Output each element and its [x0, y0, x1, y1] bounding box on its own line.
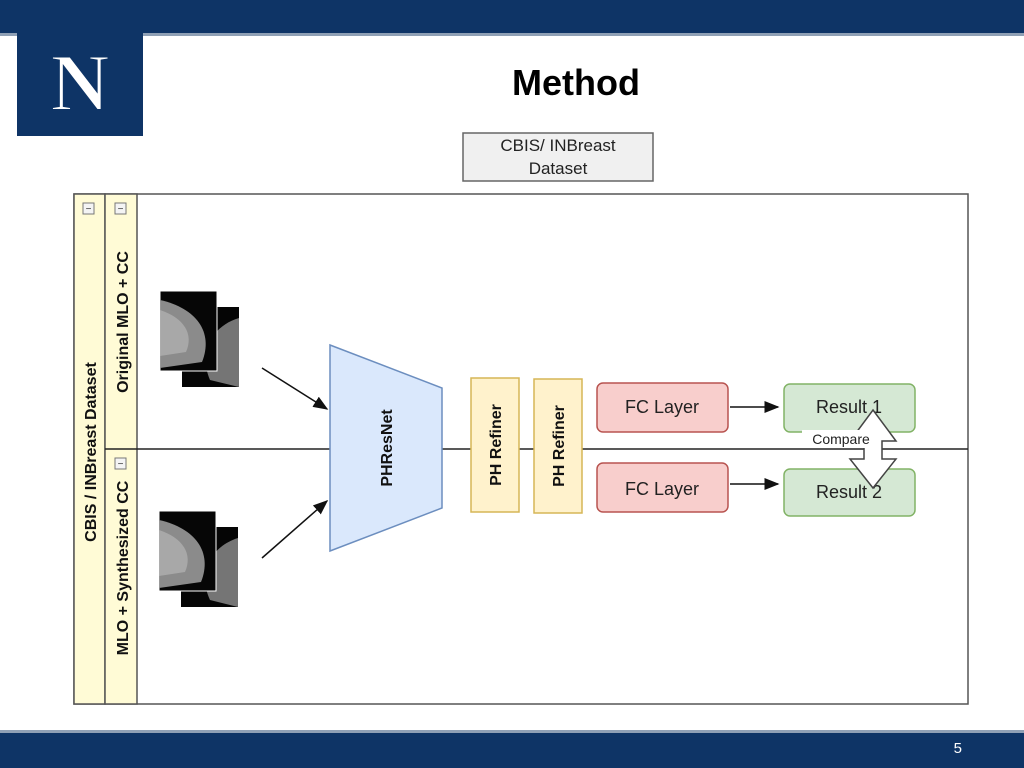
lane-top-label: Original MLO + CC — [115, 251, 132, 393]
lane-bottom-label: MLO + Synthesized CC — [115, 480, 132, 655]
pool-header — [73, 193, 106, 705]
dataset-box-line2: Dataset — [529, 159, 588, 178]
backbone-block: PHResNet — [329, 343, 443, 553]
swimlane-pool: − − − CBIS / INBreast Dataset Original M… — [73, 193, 969, 705]
fc-layer-bottom: FC Layer — [596, 462, 729, 513]
university-logo: N — [17, 30, 143, 136]
mammogram-pair-bottom — [158, 510, 238, 607]
dataset-box: CBIS/ INBreast Dataset — [462, 132, 654, 182]
result-bottom-label: Result 2 — [816, 482, 882, 502]
top-banner — [0, 0, 1024, 33]
pool-collapse-button[interactable]: − — [82, 202, 95, 215]
lane-bottom-collapse-button[interactable]: − — [114, 457, 127, 470]
arrow-bottom-to-backbone — [261, 500, 329, 559]
fc-layer-bottom-label: FC Layer — [625, 479, 699, 499]
refiner-1-label: PH Refiner — [488, 404, 505, 486]
lane-bottom-collapse-glyph: − — [118, 459, 124, 470]
mammogram-pair-top — [159, 290, 239, 387]
arrow-top-to-backbone — [261, 367, 329, 410]
refiner-block-1: PH Refiner — [470, 377, 520, 513]
bottom-banner — [0, 733, 1024, 768]
slide-title: Method — [512, 62, 640, 103]
bottom-banner-rule — [0, 730, 1024, 733]
logo-letter: N — [50, 37, 109, 128]
lane-top-collapse-button[interactable]: − — [114, 202, 127, 215]
result-top: Result 1 — [783, 383, 916, 433]
compare-label: Compare — [812, 431, 870, 447]
result-bottom: Result 2 — [783, 468, 916, 517]
lane-top-collapse-glyph: − — [118, 204, 124, 215]
pool-collapse-glyph: − — [86, 204, 92, 215]
result-top-label: Result 1 — [816, 397, 882, 417]
fc-layer-top: FC Layer — [596, 382, 729, 433]
pool-label: CBIS / INBreast Dataset — [83, 362, 100, 542]
top-banner-rule — [0, 33, 1024, 36]
fc-layer-top-label: FC Layer — [625, 397, 699, 417]
page-number: 5 — [953, 740, 962, 757]
backbone-label: PHResNet — [379, 409, 396, 487]
dataset-box-line1: CBIS/ INBreast — [500, 136, 616, 155]
refiner-block-2: PH Refiner — [533, 378, 583, 514]
refiner-2-label: PH Refiner — [551, 405, 568, 487]
compare-double-arrow: Compare — [802, 408, 898, 490]
